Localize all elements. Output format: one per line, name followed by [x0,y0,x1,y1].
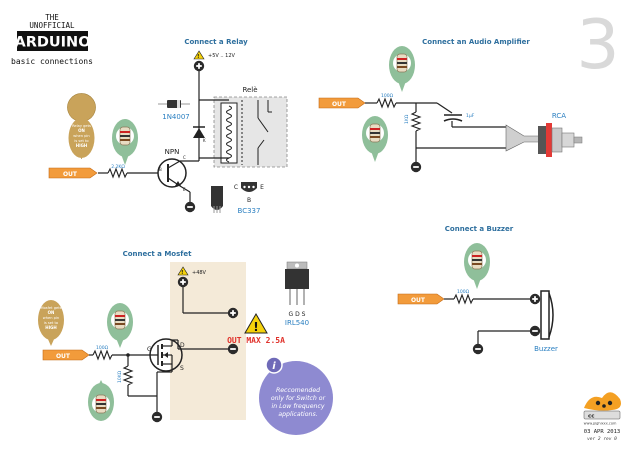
audio-section: Connect an Audio Amplifier OUT 100Ω 1KΩ … [318,38,583,173]
relay-gnd-icon [184,201,196,213]
logo-line-2: UNOFFICIAL [29,21,75,30]
svg-text:B: B [159,167,162,172]
buzzer-label: Buzzer [534,345,558,353]
svg-text:HIGH: HIGH [45,325,56,330]
svg-text:Reccomended: Reccomended [276,387,320,394]
relay-label: Relè [242,86,257,94]
relay-supply-label: +5V .. 12V [208,53,236,59]
svg-text:100Ω: 100Ω [457,289,470,295]
mosfet-warning-text: OUT MAX 2.5A [227,336,285,345]
relay-vcc-icon [193,60,205,72]
svg-text:100Ω: 100Ω [381,93,394,99]
diode-part-icon [158,100,190,108]
svg-text:Mosfet gets: Mosfet gets [41,306,62,310]
svg-text:OUT: OUT [411,297,426,304]
mosfet-vcc-icon [177,276,189,288]
cc-license-icon [583,410,621,420]
relay-title: Connect a Relay [184,38,248,46]
svg-text:Relay gets: Relay gets [72,124,91,128]
npn-label: NPN [165,148,180,156]
svg-text:1KΩ: 1KΩ [404,114,410,124]
bc337-pinout-icon [241,182,257,192]
buzzer-minus-icon [529,325,541,337]
svg-text:OUT: OUT [56,353,71,360]
svg-text:D: D [180,342,185,349]
rca-label: RCA [552,112,566,120]
svg-text:when pin: when pin [73,134,89,138]
svg-text:when pin: when pin [43,316,59,320]
svg-text:C: C [234,184,238,191]
svg-text:is set to: is set to [74,139,88,143]
svg-text:!: ! [253,320,258,334]
svg-text:S: S [180,365,184,372]
rca-connector-icon [505,123,583,157]
svg-text:K: K [203,138,206,143]
mosfet-gnd-icon [151,411,163,423]
relay-out-pin [48,167,98,179]
relay-section: Connect a Relay ! +5V .. 12V Relè K [48,38,288,215]
audio-title: Connect an Audio Amplifier [422,38,530,46]
svg-text:i: i [272,361,276,372]
mosfet-title: Connect a Mosfet [123,250,192,258]
svg-text:10KΩ: 10KΩ [117,370,123,383]
buzzer-gnd-icon [472,343,484,355]
svg-text:OUT: OUT [63,171,78,178]
svg-text:applications.: applications. [278,410,317,418]
buzzer-section: Connect a Buzzer OUT 100Ω Buzzer [397,225,558,355]
buzzer-icon [540,290,554,340]
footer-version: ver 2 rev 0 [587,436,617,442]
pighixxx-logo [584,392,621,411]
logo-line-1: THE [45,13,59,22]
svg-text:B: B [247,197,251,204]
svg-text:ON: ON [48,310,55,315]
svg-text:www.pighixxx.com: www.pighixxx.com [584,422,617,426]
irl540-part-icon [285,261,309,305]
svg-text:HIGH: HIGH [76,143,87,148]
info-icon [265,356,283,374]
diode-label: 1N4007 [162,113,190,121]
svg-text:cc: cc [588,414,595,420]
irl540-label: IRL540 [285,319,309,327]
audio-gnd-icon [410,161,422,173]
svg-text:1µF: 1µF [466,113,475,119]
buzzer-title: Connect a Buzzer [445,225,514,233]
audio-out-pin [318,97,366,109]
bc337-label: BC337 [238,207,261,215]
footer-date: 03 APR 2013 [584,429,620,435]
svg-text:G: G [147,346,152,353]
logo-subtitle: basic connections [11,57,93,66]
svg-text:E: E [183,187,186,192]
svg-text:in Low frequency: in Low frequency [271,403,324,410]
svg-text:!: ! [181,270,183,276]
npn-transistor [157,158,187,188]
svg-text:!: ! [197,54,199,60]
svg-text:G D S: G D S [289,311,306,318]
buzzer-plus-icon [529,293,541,305]
logo-brand: ARDUINO [14,35,90,51]
base-resistor-label: 2.2KΩ [111,164,125,170]
svg-text:C: C [183,155,186,160]
svg-text:only for Switch or: only for Switch or [271,394,326,402]
mosfet-out-pin [42,349,90,361]
svg-text:100Ω: 100Ω [96,345,109,351]
svg-text:OUT: OUT [332,101,347,108]
svg-text:E: E [260,184,264,191]
svg-text:ON: ON [78,128,85,133]
arduino-logo: THE UNOFFICIAL ARDUINO basic connections [11,13,93,66]
buzzer-out-pin [397,293,445,305]
bc337-part-icon [211,186,223,213]
mosfet-note-bubble [38,300,64,340]
load-plus-icon [227,307,239,319]
load-minus-icon [227,343,239,355]
info-badge [259,361,333,435]
mosfet-section: Connect a Mosfet ! +48V G D S OUT [38,250,333,435]
resistor-icon [119,126,131,146]
mosfet-supply-label: +48V [192,270,207,276]
footer: cc www.pighixxx.com 03 APR 2013 ver 2 re… [584,392,621,442]
relay-warning-icon [193,50,205,60]
warning-icon [244,313,268,334]
svg-text:is set to: is set to [44,321,58,325]
page-number: 3 [576,6,619,85]
